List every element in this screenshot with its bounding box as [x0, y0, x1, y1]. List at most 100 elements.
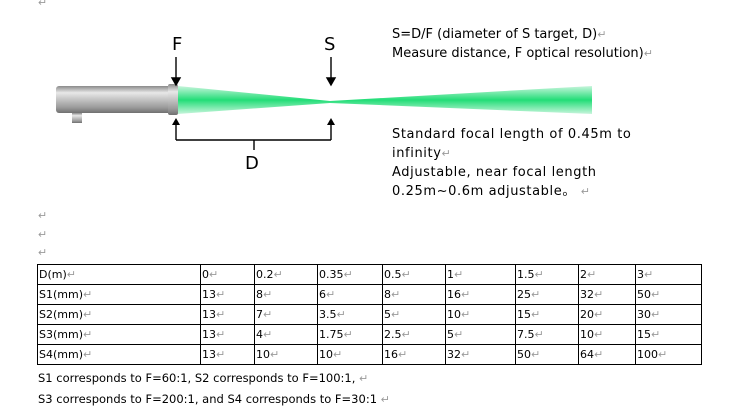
cell-mark: ↵ — [83, 308, 93, 321]
table-cell: 3.5↵ — [317, 304, 383, 325]
label-d: D — [245, 153, 259, 174]
table-cell: 1.5↵ — [515, 264, 579, 285]
cell-mark: ↵ — [263, 308, 273, 321]
cell-mark: ↵ — [594, 288, 604, 301]
table-cell: 3↵ — [635, 264, 702, 285]
table-cell: 5↵ — [445, 324, 516, 345]
table-cell: 10↵ — [445, 304, 516, 325]
cell-mark: ↵ — [534, 268, 544, 281]
row-header-cell: S1(mm)↵ — [37, 284, 201, 305]
cell-mark: ↵ — [83, 348, 93, 361]
cell-mark: ↵ — [263, 288, 273, 301]
cell-mark: ↵ — [651, 328, 661, 341]
cell-mark: ↵ — [461, 308, 471, 321]
table-cell: 0.5↵ — [382, 264, 446, 285]
table-cell: 15↵ — [515, 304, 579, 325]
cell-mark: ↵ — [336, 308, 346, 321]
paragraph-mark: ↵ — [597, 28, 607, 41]
spot-size-table: D(m)↵0↵0.2↵0.35↵0.5↵1↵1.5↵2↵3↵S1(mm)↵13↵… — [37, 264, 702, 365]
cell-mark: ↵ — [594, 328, 604, 341]
cell-mark: ↵ — [391, 308, 401, 321]
table-cell: 7.5↵ — [515, 324, 579, 345]
cell-mark: ↵ — [531, 288, 541, 301]
paragraph-mark: ↵ — [643, 47, 653, 60]
table-cell: 20↵ — [578, 304, 636, 325]
table-cell: 50↵ — [635, 284, 702, 305]
cell-mark: ↵ — [401, 268, 411, 281]
formula-line: Measure distance, F optical resolution) — [392, 46, 644, 61]
cell-mark: ↵ — [454, 268, 464, 281]
formula-text: S=D/F (diameter of S target, D)↵ Measure… — [392, 25, 653, 63]
cell-mark: ↵ — [333, 348, 343, 361]
cell-mark: ↵ — [216, 308, 226, 321]
table-row: S1(mm)↵13↵8↵6↵8↵16↵25↵32↵50↵ — [37, 284, 702, 305]
s-arrow-head — [325, 77, 337, 87]
cell-mark: ↵ — [343, 268, 353, 281]
paragraph-mark: ↵ — [359, 372, 369, 385]
paragraph-mark: ↵ — [38, 229, 48, 241]
table-cell: 64↵ — [578, 344, 636, 365]
cell-mark: ↵ — [658, 348, 668, 361]
table-cell: 25↵ — [515, 284, 579, 305]
table-cell: 7↵ — [254, 304, 318, 325]
footnote: S1 corresponds to F=60:1, S2 corresponds… — [38, 368, 390, 410]
table-cell: 5↵ — [382, 304, 446, 325]
cell-mark: ↵ — [587, 268, 597, 281]
table-row: S2(mm)↵13↵7↵3.5↵5↵10↵15↵20↵30↵ — [37, 304, 702, 325]
cell-mark: ↵ — [594, 308, 604, 321]
paragraph-mark: ↵ — [380, 393, 390, 406]
optics-diagram — [56, 57, 592, 150]
formula-line: S=D/F (diameter of S target, D) — [392, 27, 598, 42]
paragraph-mark: ↵ — [441, 147, 452, 160]
cell-mark: ↵ — [531, 308, 541, 321]
cell-mark: ↵ — [66, 268, 76, 281]
row-header-cell: D(m)↵ — [37, 264, 201, 285]
table-cell: 1.75↵ — [317, 324, 383, 345]
cell-mark: ↵ — [461, 348, 471, 361]
table-cell: 13↵ — [200, 284, 255, 305]
table-cell: 8↵ — [382, 284, 446, 305]
table-cell: 4↵ — [254, 324, 318, 345]
focal-line: Standard focal length of 0.45m to — [392, 127, 632, 142]
cell-mark: ↵ — [594, 348, 604, 361]
row-header-cell: S3(mm)↵ — [37, 324, 201, 345]
table-cell: 13↵ — [200, 324, 255, 345]
label-s: S — [324, 34, 336, 55]
cell-mark: ↵ — [461, 288, 471, 301]
footnote-line: S3 corresponds to F=200:1, and S4 corres… — [38, 392, 378, 406]
table-cell: 6↵ — [317, 284, 383, 305]
cell-mark: ↵ — [273, 268, 283, 281]
table-cell: 32↵ — [578, 284, 636, 305]
row-header-cell: S4(mm)↵ — [37, 344, 201, 365]
paragraph-mark: ↵ — [38, 210, 48, 222]
cell-mark: ↵ — [651, 288, 661, 301]
cell-mark: ↵ — [651, 308, 661, 321]
cell-mark: ↵ — [391, 288, 401, 301]
cell-mark: ↵ — [398, 348, 408, 361]
table-cell: 50↵ — [515, 344, 579, 365]
sensor-lens-ring — [168, 84, 178, 115]
table-cell: 13↵ — [200, 344, 255, 365]
label-f: F — [172, 34, 183, 55]
cell-mark: ↵ — [401, 328, 411, 341]
table-cell: 13↵ — [200, 304, 255, 325]
sensor-connector — [72, 113, 82, 123]
footnote-line: S1 corresponds to F=60:1, S2 corresponds… — [38, 371, 356, 385]
cell-mark: ↵ — [454, 328, 464, 341]
cell-mark: ↵ — [644, 268, 654, 281]
focal-line: Adjustable, near focal length — [392, 165, 597, 180]
table-cell: 30↵ — [635, 304, 702, 325]
table-cell: 10↵ — [317, 344, 383, 365]
paragraph-mark: ↵ — [38, 247, 48, 259]
cell-mark: ↵ — [326, 288, 336, 301]
cell-mark: ↵ — [263, 328, 273, 341]
f-arrow-head — [170, 77, 182, 87]
cell-mark: ↵ — [83, 328, 93, 341]
cell-mark: ↵ — [216, 348, 226, 361]
table-cell: 2↵ — [578, 264, 636, 285]
light-beam — [178, 86, 592, 114]
table-cell: 0↵ — [200, 264, 255, 285]
table-row: S4(mm)↵13↵10↵10↵16↵32↵50↵64↵100↵ — [37, 344, 702, 365]
cell-mark: ↵ — [83, 288, 93, 301]
paragraph-mark: ↵ — [38, 0, 48, 9]
